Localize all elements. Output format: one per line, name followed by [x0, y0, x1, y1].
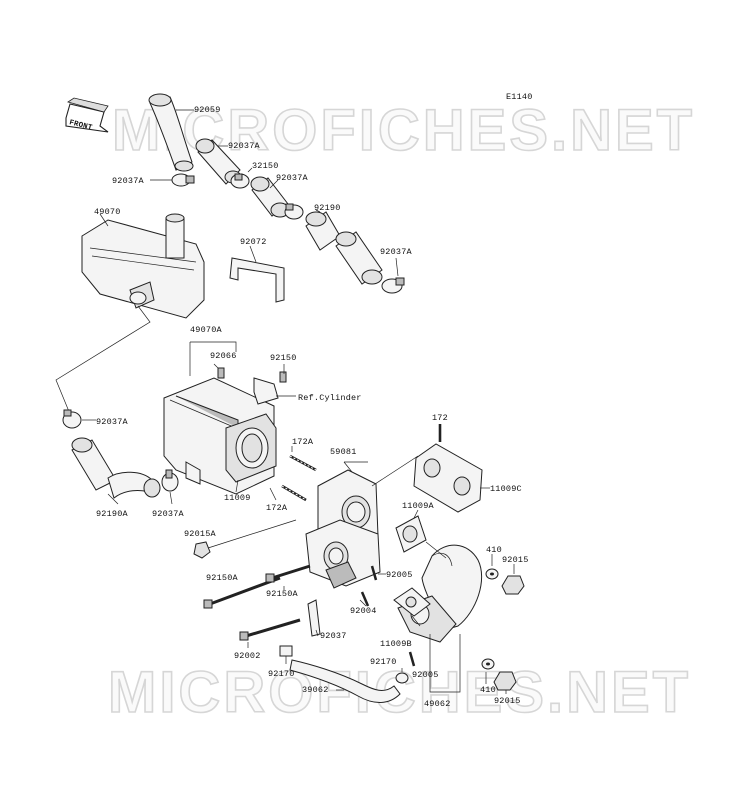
label-32150: 32150 — [252, 161, 279, 171]
diagram-code: E1140 — [506, 92, 533, 102]
label-92059: 92059 — [194, 105, 221, 115]
muffler-connector-32150 — [250, 176, 290, 218]
front-arrow-icon: FRONT — [65, 97, 109, 133]
label-92150A-1: 92150A — [206, 573, 239, 583]
gasket-11009C — [413, 443, 483, 513]
label-410-2: 410 — [480, 685, 496, 695]
washer-410-lower — [481, 658, 495, 670]
clip-92170-right — [395, 672, 409, 684]
label-92037A-6: 92037A — [152, 509, 185, 519]
stud-92005-lower — [408, 651, 416, 667]
clamp-92037A-4 — [381, 277, 405, 294]
clamp-92037A-2 — [230, 173, 250, 189]
label-11009B: 11009B — [380, 639, 412, 649]
gasket-11009B — [393, 587, 431, 617]
label-92190A: 92190A — [96, 509, 129, 519]
label-92190: 92190 — [314, 203, 341, 213]
stud-172A-lower — [281, 484, 307, 502]
label-92170-2: 92170 — [370, 657, 397, 667]
clamp-92037A-3 — [284, 203, 304, 220]
clip-92037 — [307, 599, 321, 637]
bracket-92072 — [229, 257, 285, 303]
label-92005-2: 92005 — [412, 670, 439, 680]
washer-410-upper — [485, 568, 499, 580]
bracket-ref-cylinder — [253, 364, 296, 405]
label-92170-1: 92170 — [268, 669, 295, 679]
label-39062: 39062 — [302, 685, 329, 695]
label-172A-1: 172A — [292, 437, 314, 447]
label-172A-2: 172A — [266, 503, 288, 513]
label-92015-1: 92015 — [502, 555, 529, 565]
exhaust-manifold-59081 — [305, 469, 381, 589]
label-92066: 92066 — [210, 351, 237, 361]
clamp-92037A-6 — [161, 469, 179, 492]
label-92037A-1: 92037A — [228, 141, 261, 151]
muffler-cover-49070 — [81, 213, 205, 319]
bolt-92150A-2 — [265, 564, 311, 583]
bolt-92002 — [239, 618, 301, 641]
hose-39062 — [289, 659, 401, 703]
label-11009A: 11009A — [402, 501, 435, 511]
label-92037A-4: 92037A — [380, 247, 413, 257]
label-92037: 92037 — [320, 631, 347, 641]
label-49070: 49070 — [94, 207, 121, 217]
label-49062: 49062 — [424, 699, 451, 709]
gasket-11009A — [395, 515, 427, 553]
label-92072: 92072 — [240, 237, 267, 247]
label-92005-1: 92005 — [386, 570, 413, 580]
label-59081: 59081 — [330, 447, 357, 457]
stud-92005-upper — [370, 565, 378, 581]
stud-92004 — [360, 591, 370, 607]
nut-92015-upper — [501, 575, 525, 595]
clamp-92037A-1 — [171, 173, 195, 187]
label-92002: 92002 — [234, 651, 261, 661]
part-labels: 92059 92037A 32150 92037A 92037A 92190 9… — [94, 105, 529, 709]
expansion-chamber-49070A — [163, 377, 277, 495]
label-92004: 92004 — [350, 606, 377, 616]
clip-92170-left — [279, 645, 293, 657]
label-92015-2: 92015 — [494, 696, 521, 706]
watermark-bottom: MICROFICHES.NET — [108, 660, 691, 725]
label-92037A-3: 92037A — [112, 176, 145, 186]
label-11009C: 11009C — [490, 484, 522, 494]
label-49070A: 49070A — [190, 325, 223, 335]
hose-92190A — [71, 437, 161, 499]
label-92150: 92150 — [270, 353, 297, 363]
stud-172A-upper — [289, 454, 317, 472]
nut-92015A — [193, 541, 211, 559]
label-92037A-5: 92037A — [96, 417, 129, 427]
label-ref-cylinder: Ref.Cylinder — [298, 393, 362, 403]
label-11009: 11009 — [224, 493, 251, 503]
label-410-1: 410 — [486, 545, 502, 555]
label-172: 172 — [432, 413, 448, 423]
label-92037A-2: 92037A — [276, 173, 309, 183]
hose-92190 — [305, 211, 383, 285]
elbow-hose-92059 — [148, 93, 194, 172]
label-92150A-2: 92150A — [266, 589, 299, 599]
bolt-92066 — [217, 367, 225, 379]
nut-92015-lower — [493, 671, 517, 691]
label-92015A: 92015A — [184, 529, 217, 539]
clamp-92037A-5 — [62, 409, 82, 429]
